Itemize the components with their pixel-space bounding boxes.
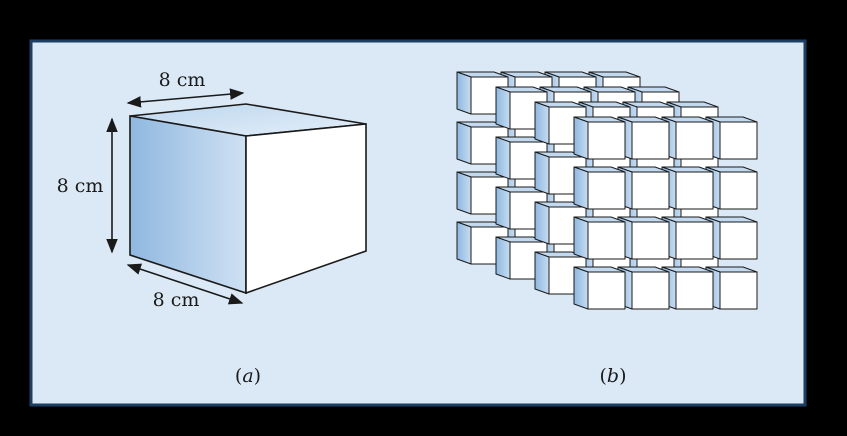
- small-cube: [617, 266, 670, 310]
- small-cube-front-face: [587, 171, 626, 210]
- caption-b-letter: b: [607, 365, 619, 387]
- small-cube: [661, 266, 714, 310]
- caption-a-close: ): [254, 365, 261, 387]
- small-cube: [617, 116, 670, 160]
- small-cube: [661, 116, 714, 160]
- caption-b: (b): [599, 365, 626, 387]
- small-cube-left-face: [495, 136, 511, 180]
- small-cube: [573, 266, 626, 310]
- bottom-dimension-label: 8 cm: [153, 289, 200, 311]
- small-cube-front-face: [675, 121, 714, 160]
- small-cube-left-face: [534, 101, 550, 145]
- small-cube: [573, 166, 626, 210]
- small-cube: [705, 216, 758, 260]
- figure-a-cube: [129, 103, 367, 295]
- small-cube: [705, 116, 758, 160]
- small-cube-left-face: [495, 186, 511, 230]
- small-cube: [705, 166, 758, 210]
- small-cube-front-face: [675, 271, 714, 310]
- small-cube-left-face: [534, 251, 550, 295]
- small-cube-left-face: [495, 86, 511, 130]
- side-dimension-label: 8 cm: [57, 175, 104, 197]
- small-cube-front-face: [719, 221, 758, 260]
- caption-b-close: ): [619, 365, 626, 387]
- bottom-dimension-arrow: [126, 263, 244, 305]
- small-cube-left-face: [573, 166, 589, 210]
- small-cube-front-face: [675, 171, 714, 210]
- figure-b-cube-grid: [456, 71, 758, 310]
- caption-a: (a): [235, 365, 261, 387]
- small-cube: [534, 251, 587, 295]
- small-cube: [573, 216, 626, 260]
- small-cube: [661, 166, 714, 210]
- small-cube-left-face: [573, 216, 589, 260]
- small-cube-left-face: [495, 236, 511, 280]
- small-cube-front-face: [719, 271, 758, 310]
- small-cube-front-face: [675, 221, 714, 260]
- caption-a-letter: a: [242, 365, 253, 387]
- small-cube: [705, 266, 758, 310]
- caption-b-open: (: [599, 365, 606, 387]
- small-cube-front-face: [587, 121, 626, 160]
- small-cube-front-face: [631, 271, 670, 310]
- small-cube-front-face: [719, 171, 758, 210]
- small-cube: [661, 216, 714, 260]
- cube-front-face: [245, 123, 367, 295]
- small-cube-front-face: [587, 271, 626, 310]
- small-cube-front-face: [631, 221, 670, 260]
- small-cube-left-face: [456, 171, 472, 215]
- small-cube-left-face: [456, 121, 472, 165]
- small-cube-left-face: [534, 151, 550, 195]
- small-cube-front-face: [631, 171, 670, 210]
- small-cube: [617, 166, 670, 210]
- caption-a-open: (: [235, 365, 242, 387]
- small-cube-left-face: [573, 266, 589, 310]
- small-cube-front-face: [587, 221, 626, 260]
- small-cube-left-face: [456, 71, 472, 115]
- small-cube-left-face: [534, 201, 550, 245]
- top-dimension-arrow: [126, 88, 245, 108]
- small-cube-left-face: [573, 116, 589, 160]
- small-cube-front-face: [631, 121, 670, 160]
- small-cube: [573, 116, 626, 160]
- top-dimension-label: 8 cm: [159, 69, 206, 91]
- small-cube-front-face: [719, 121, 758, 160]
- small-cube: [617, 216, 670, 260]
- small-cube-left-face: [456, 221, 472, 265]
